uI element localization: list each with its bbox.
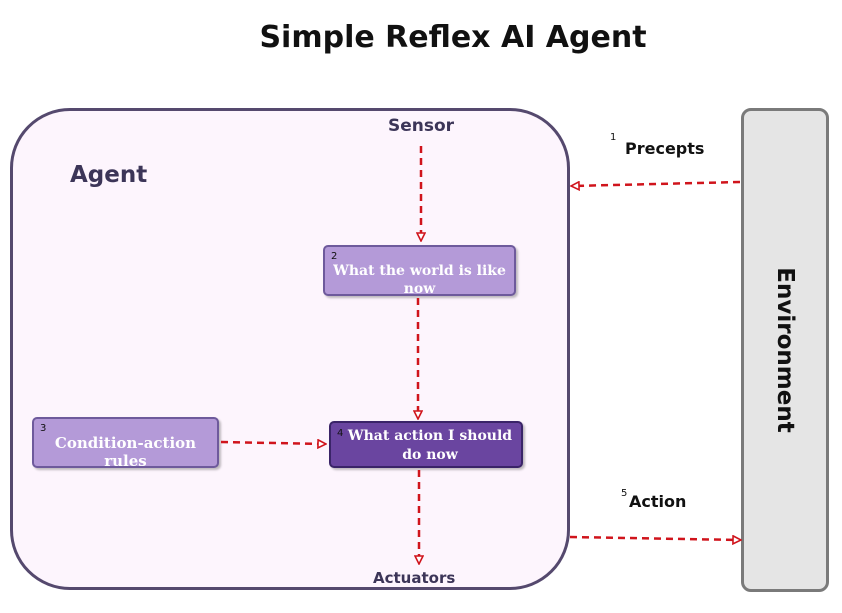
node-action-text: What action I should do now <box>347 428 513 463</box>
sensor-label: Sensor <box>388 116 455 136</box>
node-rules-number: 3 <box>40 423 47 434</box>
environment-box <box>741 108 829 592</box>
agent-label: Agent <box>70 162 148 188</box>
node-condition-action-rules: 3 Condition-action rules <box>32 417 219 470</box>
node-action-number: 4 <box>337 428 344 439</box>
node-world-number: 2 <box>331 251 338 262</box>
node-rules-text: Condition-action rules <box>54 434 197 470</box>
environment-label: Environment <box>772 267 798 433</box>
diagram-title: Simple Reflex AI Agent <box>259 20 647 55</box>
node-world-state: 2 What the world is like now <box>323 245 516 297</box>
action-step-number: 5 <box>621 488 628 499</box>
agent-container <box>10 108 570 590</box>
precepts-step-number: 1 <box>610 132 617 143</box>
node-action-decision: 4 What action I should do now <box>329 421 523 468</box>
actuators-label: Actuators <box>373 569 456 587</box>
precepts-label: Precepts <box>625 139 705 158</box>
action-label: Action <box>629 492 687 511</box>
node-world-text: What the world is like now <box>333 263 506 297</box>
arrow-precepts <box>572 180 741 186</box>
arrow-action-out <box>569 537 740 540</box>
